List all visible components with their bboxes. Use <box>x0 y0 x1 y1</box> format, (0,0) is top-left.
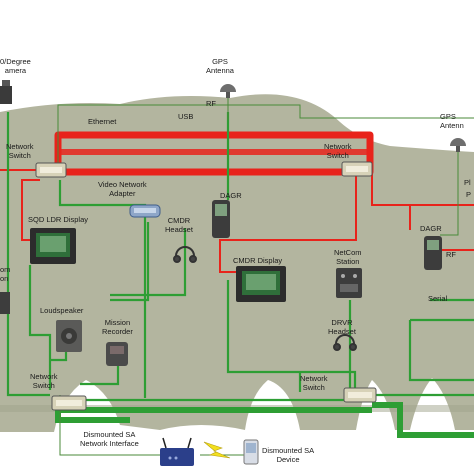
dagr-icon <box>212 200 230 238</box>
display-icon <box>236 266 286 302</box>
camera-icon <box>0 80 12 104</box>
serial-label: Serial <box>428 294 448 303</box>
headset-icon <box>173 246 197 263</box>
drvr-headset-label-line2: Headset <box>328 327 356 336</box>
gps-antenna-right-label-line2: Antenn <box>440 121 464 130</box>
network-switch-right-line1: Network <box>324 142 352 151</box>
mission-recorder-label-line1: Mission <box>104 318 131 327</box>
dismounted-sa-nic-line1: Dismounted SA <box>83 430 136 439</box>
network-switch-label-left: Network Switch <box>6 142 34 160</box>
cmdr-display-label: CMDR Display <box>233 256 283 265</box>
display-icon <box>30 228 76 264</box>
netcom-station-label-line2: Station <box>336 257 360 266</box>
loudspeaker-label: Loudspeaker <box>40 306 84 315</box>
dagr-icon <box>424 236 442 270</box>
network-switch-bottom-right-line2: Switch <box>302 383 325 392</box>
network-switch-label-right: Network Switch <box>324 142 352 160</box>
dismounted-sa-device-line1: Dismounted SA <box>262 446 315 455</box>
wireless-icon <box>203 441 231 459</box>
comms-unit-icon <box>0 292 10 314</box>
edge-label-bottom: P <box>466 190 472 199</box>
usb-label: USB <box>178 112 194 121</box>
gps-antenna-label-line2: Antenna <box>206 66 234 75</box>
network-switch-right-line2: Switch <box>326 151 349 160</box>
gps-antenna-right-label-line1: GPS <box>440 112 456 121</box>
mission-recorder-label: Mission Recorder <box>102 318 133 336</box>
network-switch-bottom-left-line2: Switch <box>32 381 55 390</box>
dismounted-sa-nic-line2: Network Interface <box>80 439 139 448</box>
headset-icon <box>333 334 357 351</box>
gps-antenna-label: GPS Antenna <box>200 57 240 75</box>
camera-label-line2: amera <box>4 66 27 75</box>
video-adapter-label-line1: Video Network <box>98 180 147 189</box>
gps-antenna-icon <box>450 138 466 152</box>
network-switch-bottom-right-line1: Network <box>300 374 328 383</box>
drvr-headset-label-line1: DRVR <box>331 318 353 327</box>
dismounted-sa-device-line2: Device <box>276 455 300 464</box>
usb-links <box>6 112 474 402</box>
loudspeaker-icon <box>56 320 82 352</box>
dismounted-sa-device-label: Dismounted SA Device <box>262 446 314 464</box>
heavy-bus-links <box>55 402 474 438</box>
netcom-station-icon <box>336 268 362 298</box>
edge-label-top: Pl <box>464 178 471 187</box>
video-adapter-icon <box>129 204 161 218</box>
dismounted-sa-network-interface-label: Dismounted SA Network Interface <box>80 430 139 448</box>
handheld-device-icon <box>243 439 259 465</box>
video-adapter-label-line2: Adapter <box>109 189 136 198</box>
switch-icon <box>51 395 87 411</box>
network-switch-bottom-left-line1: Network <box>30 372 58 381</box>
dagr-label-right: DAGR <box>420 224 442 233</box>
drvr-headset-label: DRVR Headset <box>328 318 356 336</box>
gps-antenna-label-line1: GPS <box>212 57 228 66</box>
cmdr-headset-label-line1: CMDR <box>167 216 191 225</box>
sqd-ldr-display-label: SQD LDR Display <box>28 215 89 224</box>
dagr-label: DAGR <box>220 191 242 200</box>
mission-recorder-icon <box>106 342 128 366</box>
gps-antenna-right-label: GPS Antenn <box>440 112 464 130</box>
switch-icon <box>343 387 377 403</box>
camera-label-line1: 0/Degree <box>0 57 31 66</box>
rf-label-right: RF <box>446 250 456 259</box>
comms-unit-label-line1: om <box>0 265 11 274</box>
gps-antenna-icon <box>220 84 236 98</box>
comms-unit-label: om on <box>0 265 10 283</box>
ethernet-links <box>0 169 474 273</box>
rf-label: RF <box>206 99 216 108</box>
netcom-station-label: NetCom Station <box>334 248 362 266</box>
video-adapter-label: Video Network Adapter <box>98 180 147 198</box>
netcom-station-label-line1: NetCom <box>334 248 362 257</box>
cmdr-headset-label-line2: Headset <box>165 225 193 234</box>
switch-icon <box>341 161 373 177</box>
ethernet-label: Ethernet <box>88 117 117 126</box>
comms-unit-label-line2: on <box>0 274 9 283</box>
router-icon <box>160 437 194 466</box>
switch-icon <box>35 162 67 178</box>
mission-recorder-label-line2: Recorder <box>102 327 133 336</box>
network-switch-left-line2: Switch <box>8 151 31 160</box>
camera-label: 0/Degree amera <box>0 57 31 75</box>
cmdr-headset-label: CMDR Headset <box>165 216 193 234</box>
network-switch-label-bottom-right: Network Switch <box>300 374 328 392</box>
network-switch-label-bottom-left: Network Switch <box>30 372 58 390</box>
network-switch-left-line1: Network <box>6 142 34 151</box>
